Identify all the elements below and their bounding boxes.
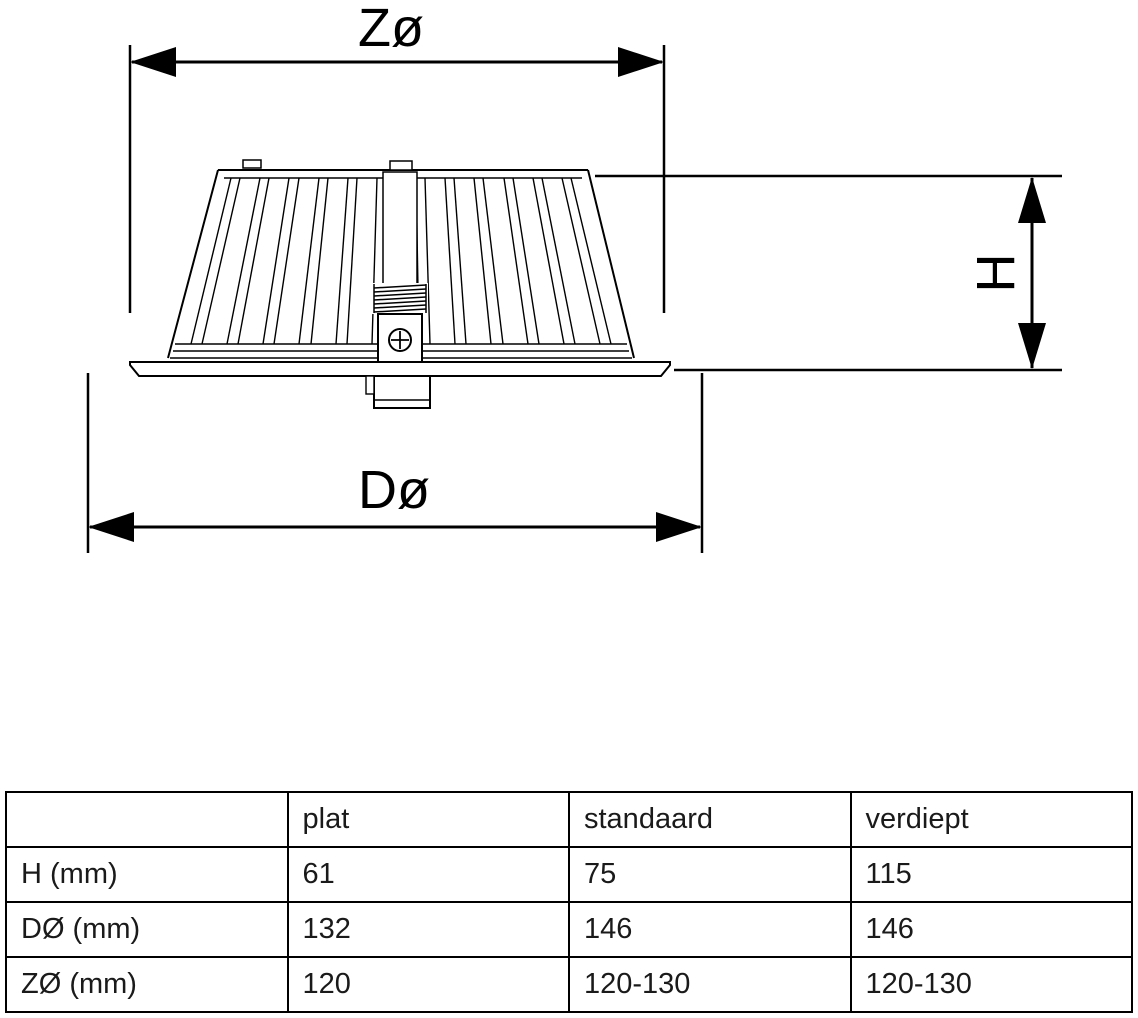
row-label-h: H (mm) xyxy=(5,846,289,903)
dimension-z: Zø xyxy=(128,0,666,313)
bracket-plate xyxy=(377,313,423,363)
technical-drawing: Zø xyxy=(86,0,1062,553)
top-tab-left xyxy=(242,159,262,169)
col-header-standaard: standaard xyxy=(568,791,852,848)
mounting-channel xyxy=(382,171,418,285)
dimensions-table: plat standaard verdiept H (mm) 61 75 115… xyxy=(5,791,1133,1013)
top-tab-center xyxy=(389,160,413,171)
dimension-h: H xyxy=(595,174,1062,372)
h-label: H xyxy=(966,254,1026,293)
table-cell: 115 xyxy=(849,846,1133,903)
table-row-z-diameter: ZØ (mm) 120 120-130 120-130 xyxy=(5,956,1133,1013)
h-arrow-bottom xyxy=(1018,323,1046,369)
z-arrow-right xyxy=(618,47,664,77)
table-header-row: plat standaard verdiept xyxy=(5,791,1133,848)
corner-cell xyxy=(5,791,289,848)
heatsink-fins-left xyxy=(190,177,387,345)
col-header-plat: plat xyxy=(286,791,570,848)
h-arrow-top xyxy=(1018,177,1046,223)
table-cell: 146 xyxy=(849,901,1133,958)
downlight-fixture xyxy=(129,159,671,409)
screw-icon xyxy=(388,328,412,352)
table-cell: 120-130 xyxy=(849,956,1133,1013)
bracket-foot xyxy=(365,375,431,409)
d-arrow-right xyxy=(656,512,702,542)
table-row-d-diameter: DØ (mm) 132 146 146 xyxy=(5,901,1133,958)
table-cell: 120 xyxy=(286,956,570,1013)
heatsink-fins-right xyxy=(415,177,612,345)
row-label-z: ZØ (mm) xyxy=(5,956,289,1013)
z-arrow-left xyxy=(130,47,176,77)
flange xyxy=(129,361,671,377)
table-cell: 75 xyxy=(568,846,852,903)
d-diameter-label: Dø xyxy=(358,460,430,520)
table-cell: 146 xyxy=(568,901,852,958)
table-row-height: H (mm) 61 75 115 xyxy=(5,846,1133,903)
col-header-verdiept: verdiept xyxy=(849,791,1133,848)
table-cell: 120-130 xyxy=(568,956,852,1013)
z-diameter-label: Zø xyxy=(358,0,424,58)
table-cell: 132 xyxy=(286,901,570,958)
dimension-d: Dø xyxy=(86,373,704,553)
d-arrow-left xyxy=(88,512,134,542)
row-label-d: DØ (mm) xyxy=(5,901,289,958)
mounting-spring xyxy=(372,283,428,314)
table-cell: 61 xyxy=(286,846,570,903)
